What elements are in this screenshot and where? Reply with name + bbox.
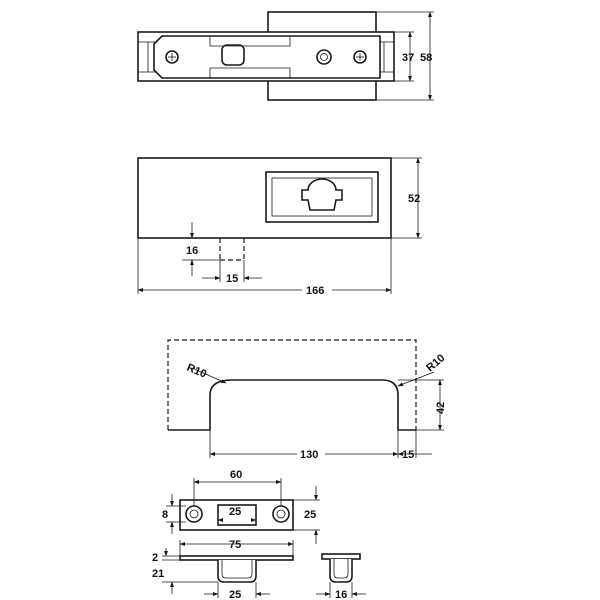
strike-end-flange xyxy=(321,553,361,560)
lock-body-outline xyxy=(137,157,392,239)
dim-side-label: 16 xyxy=(335,589,347,600)
strike-plate-view: 25 60 8 25 75 2 21 25 xyxy=(152,469,366,600)
dim-166-label: 166 xyxy=(306,285,324,297)
lock-cover-plate xyxy=(153,35,381,79)
key-plate-inner xyxy=(271,177,373,217)
radius-leader-right xyxy=(397,371,435,387)
dim-15-label: 15 xyxy=(226,273,238,285)
radius-right-label: R10 xyxy=(424,352,447,374)
dim-box-label: 25 xyxy=(229,589,241,600)
dim-60-label: 60 xyxy=(230,469,242,481)
strike-box-inner xyxy=(221,560,253,579)
dim-8-label: 8 xyxy=(162,509,168,521)
dim-2-label: 2 xyxy=(152,552,158,564)
cylinder-keyhole xyxy=(301,178,343,211)
dim-52-label: 52 xyxy=(408,193,420,205)
strike-end-inner xyxy=(333,559,349,579)
cutout-profile xyxy=(168,379,416,431)
latch-pin-inner xyxy=(320,53,328,61)
radius-left-label: R10 xyxy=(185,362,208,381)
dim-37-label: 37 xyxy=(402,52,414,64)
dim-16-label: 16 xyxy=(186,245,198,257)
dim-58-label: 58 xyxy=(420,52,432,64)
glass-outline-hidden xyxy=(167,339,417,430)
cover-step-left xyxy=(209,36,291,47)
dim-130-label: 130 xyxy=(300,449,318,461)
strike-slot xyxy=(217,504,257,526)
lock-side-view: 52 16 15 166 xyxy=(137,157,422,297)
radius-leader-left xyxy=(191,367,227,384)
dim-42-label: 42 xyxy=(435,402,447,414)
dim-21-label: 21 xyxy=(152,568,164,580)
latch-pin-outer xyxy=(316,49,332,65)
cover-step-right xyxy=(209,67,291,78)
strike-flange-side xyxy=(179,555,294,561)
dim-slot-label: 25 xyxy=(229,506,241,518)
strike-end-box xyxy=(329,559,353,583)
lock-top-view: 37 58 xyxy=(137,11,434,101)
dim-15b-label: 15 xyxy=(402,449,414,461)
screw-icon xyxy=(165,50,179,64)
screw-icon xyxy=(353,50,367,64)
strike-box-side xyxy=(217,560,257,583)
key-plate-outer xyxy=(265,171,379,223)
dim-75-label: 75 xyxy=(229,539,241,551)
dim-25-label: 25 xyxy=(304,509,316,521)
key-slot xyxy=(221,44,245,66)
glass-cutout-profile: R10 R10 42 130 15 xyxy=(167,339,447,461)
